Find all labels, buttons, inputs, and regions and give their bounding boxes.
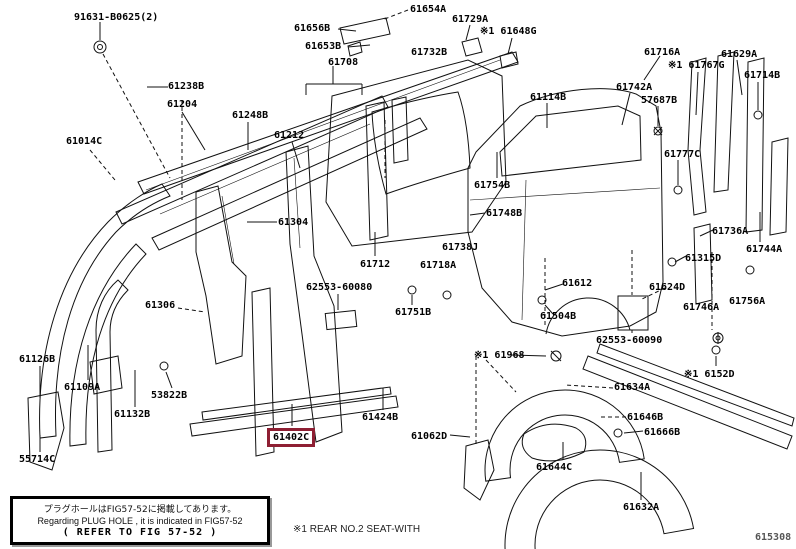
part-label: 61424B xyxy=(362,412,399,423)
part-label: 61612 xyxy=(562,278,593,289)
part-label: 61654A xyxy=(410,4,447,15)
part-label: ※1 61968 xyxy=(474,350,525,361)
part-label: 61742A xyxy=(616,82,653,93)
part-label: 61624D xyxy=(649,282,686,293)
part-label: 55714C xyxy=(19,454,56,465)
part-label: 61751B xyxy=(395,307,432,318)
part-label: ※1 6152D xyxy=(684,369,735,380)
part-label: 61738J xyxy=(442,242,479,253)
part-label: 61656B xyxy=(294,23,331,34)
part-label: 61653B xyxy=(305,41,342,52)
part-label: 61238B xyxy=(168,81,205,92)
part-label: 62553-60080 xyxy=(306,282,373,293)
part-label: 61756A xyxy=(729,296,766,307)
part-label: 61777C xyxy=(664,149,701,160)
part-label: 61746A xyxy=(683,302,720,313)
part-label: 61666B xyxy=(644,427,681,438)
part-label: 61114B xyxy=(530,92,567,103)
part-label: ※1 61767G xyxy=(668,60,725,71)
part-label: 61315D xyxy=(685,253,722,264)
part-label: 61126B xyxy=(19,354,56,365)
part-label: 61132B xyxy=(114,409,151,420)
legend-japanese-line: プラグホールはFIG57-52に掲載してあります。 xyxy=(43,505,237,515)
part-label: 61718A xyxy=(420,260,457,271)
part-label: 61306 xyxy=(145,300,176,311)
part-label: 61304 xyxy=(278,217,309,228)
part-label: 61204 xyxy=(167,99,198,110)
part-label: 61212 xyxy=(274,130,305,141)
part-label: 61714B xyxy=(744,70,781,81)
part-label: 57687B xyxy=(641,95,678,106)
part-label: 61754B xyxy=(474,180,511,191)
part-label: 61748B xyxy=(486,208,523,219)
part-label: 61712 xyxy=(360,259,391,270)
part-label: 61629A xyxy=(721,49,758,60)
part-label: 61716A xyxy=(644,47,681,58)
part-label: 61248B xyxy=(232,110,269,121)
part-label: 91631-B0625(2) xyxy=(74,12,159,23)
rear-seat-footnote: ※1 REAR NO.2 SEAT-WITH xyxy=(293,524,421,535)
part-label: 61744A xyxy=(746,244,783,255)
part-label-highlighted: 61402C xyxy=(267,428,316,447)
part-label: 61646B xyxy=(627,412,664,423)
part-label: 61644C xyxy=(536,462,573,473)
part-label: 61708 xyxy=(328,57,359,68)
part-label: 61504B xyxy=(540,311,577,322)
part-label: 61634A xyxy=(614,382,651,393)
part-label: ※1 61648G xyxy=(480,26,537,37)
part-label: 53822B xyxy=(151,390,188,401)
legend-english-line: Regarding PLUG HOLE , it is indicated in… xyxy=(37,516,243,526)
part-label: 61062D xyxy=(411,431,448,442)
part-label: 62553-60090 xyxy=(596,335,663,346)
legend-box: プラグホールはFIG57-52に掲載してあります。 Regarding PLUG… xyxy=(10,496,270,545)
part-label: 61729A xyxy=(452,14,489,25)
part-label: 61109A xyxy=(64,382,101,393)
figure-code: 615308 xyxy=(755,532,792,543)
part-label: 61014C xyxy=(66,136,103,147)
part-label: 61632A xyxy=(623,502,660,513)
part-label: 61732B xyxy=(411,47,448,58)
part-label: 61736A xyxy=(712,226,749,237)
legend-reference-line: ( REFER TO FIG 57-52 ) xyxy=(62,527,218,538)
